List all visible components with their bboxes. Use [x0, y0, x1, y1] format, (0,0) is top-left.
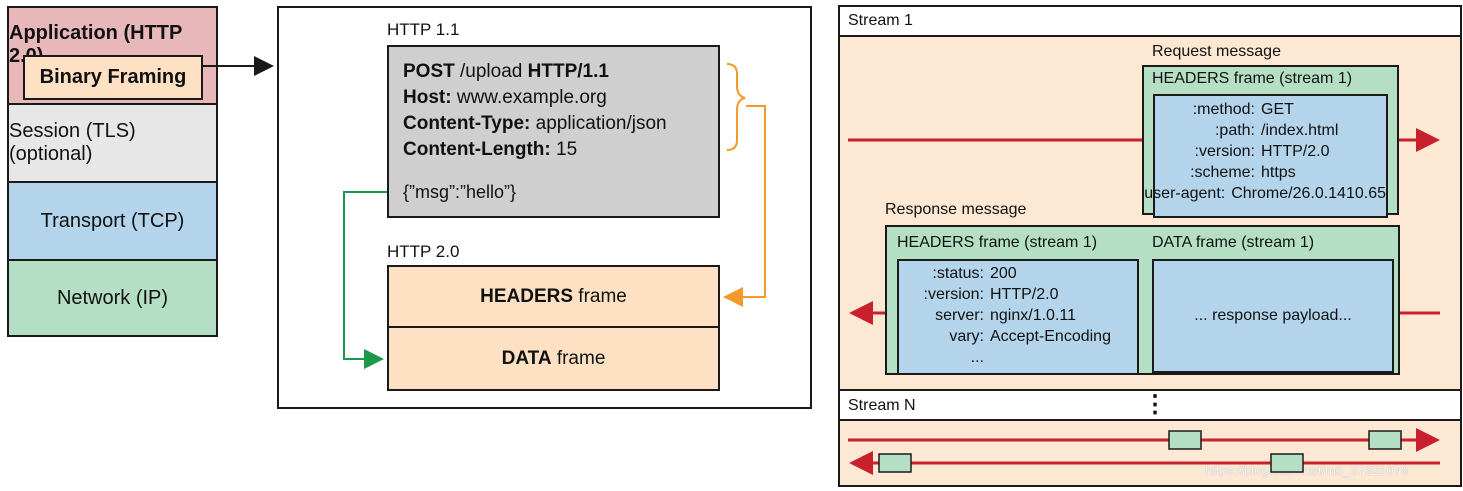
request-headers-frame-title: HEADERS frame (stream 1) — [1152, 70, 1353, 87]
http11-content-length-value: 15 — [550, 139, 578, 160]
streamN-frame — [1270, 453, 1304, 473]
transport-layer: Transport (TCP) — [7, 181, 218, 261]
response-header-value: HTTP/2.0 — [990, 286, 1059, 303]
response-header-key: server: — [935, 307, 984, 324]
request-header-value: HTTP/2.0 — [1261, 143, 1330, 160]
http11-title: HTTP 1.1 — [387, 20, 460, 39]
response-header-key: ... — [970, 349, 984, 366]
binary-framing-layer: Binary Framing — [23, 55, 203, 100]
response-headers-frame-title: HEADERS frame (stream 1) — [897, 234, 1098, 251]
request-header-row: :path: /index.html — [1115, 120, 1386, 141]
http11-content-length-key: Content-Length: — [403, 139, 551, 160]
network-layer: Network (IP) — [7, 259, 218, 337]
response-headers-list: :status: 200 :version: HTTP/2.0 server: ngi… — [897, 259, 1139, 375]
watermark: https://blog.csdn.net/m0_37621078 — [1205, 463, 1409, 478]
request-header-value: Chrome/26.0.1410.65 — [1231, 185, 1386, 202]
response-header-value: Accept-Encoding — [990, 328, 1111, 345]
http11-host-key: Host: — [403, 87, 452, 108]
request-header-key: :scheme: — [1190, 164, 1255, 181]
data-frame-title: DATA frame (stream 1) — [1152, 234, 1315, 251]
request-header-value: https — [1261, 164, 1296, 181]
streamN-frame — [878, 453, 912, 473]
streamN-frame — [1368, 430, 1402, 450]
streamN-header — [840, 391, 1460, 421]
http2-data-frame-rest: frame — [551, 347, 606, 369]
http2-title: HTTP 2.0 — [387, 242, 460, 261]
request-header-key: user-agent: — [1144, 185, 1226, 202]
request-header-key: :version: — [1194, 143, 1255, 160]
request-header-value: GET — [1261, 101, 1294, 118]
http11-method: POST — [403, 61, 455, 82]
data-frame-payload: ... response payload... — [1152, 259, 1394, 373]
response-frames: HEADERS frame (stream 1) :status: 200 :ve… — [885, 225, 1400, 375]
data-mapping-arrow — [343, 191, 387, 369]
transport-layer-label: Transport (TCP) — [40, 209, 185, 232]
request-header-value: /index.html — [1261, 122, 1339, 139]
http11-message: POST /upload HTTP/1.1 Host: www.example.… — [387, 45, 720, 218]
response-header-key: :status: — [932, 265, 984, 282]
request-header-row: :version: HTTP/2.0 — [1115, 141, 1386, 162]
http11-content-length-line: Content-Length: 15 — [403, 137, 718, 163]
http11-host-value: www.example.org — [451, 87, 607, 108]
http2-headers-frame-bold: HEADERS — [480, 285, 574, 307]
http11-request-line: POST /upload HTTP/1.1 — [403, 59, 718, 85]
binary-framing-label: Binary Framing — [39, 66, 187, 88]
response-header-row: :version: HTTP/2.0 — [899, 284, 1137, 305]
response-header-row: server: nginx/1.0.11 — [899, 305, 1137, 326]
response-header-row: vary: Accept-Encoding — [899, 326, 1137, 347]
response-header-key: :version: — [923, 286, 984, 303]
request-header-row: :scheme: https — [1115, 162, 1386, 183]
response-message-label: Response message — [885, 201, 1027, 218]
response-header-key: vary: — [949, 328, 984, 345]
http11-path: /upload — [454, 61, 528, 82]
data-payload-text: ... response payload... — [1194, 307, 1352, 324]
session-layer-label: Session (TLS) (optional) — [9, 120, 136, 165]
response-header-value: 200 — [990, 265, 1017, 282]
http11-body: {”msg”:”hello”} — [403, 182, 517, 202]
http11-version: HTTP/1.1 — [527, 61, 609, 82]
http2-data-frame-bold: DATA — [501, 347, 552, 369]
request-headers-frame: HEADERS frame (stream 1) :method: GET :pa… — [1142, 65, 1399, 218]
request-header-row: :method: GET — [1115, 99, 1386, 120]
stream1-header — [840, 7, 1460, 37]
headers-brace — [726, 63, 746, 151]
response-header-value: nginx/1.0.11 — [990, 307, 1076, 324]
network-layer-label: Network (IP) — [56, 286, 169, 309]
request-header-row: user-agent: Chrome/26.0.1410.65 — [1115, 183, 1386, 204]
http11-content-type-value: application/json — [530, 113, 667, 134]
headers-mapping-arrow — [723, 105, 766, 307]
streamN-frame — [1168, 430, 1202, 450]
more-streams-ellipsis: ⋮ — [1143, 391, 1167, 418]
http2-headers-frame: HEADERS frame — [387, 265, 720, 328]
request-message-label: Request message — [1152, 43, 1281, 60]
request-header-key: :method: — [1192, 101, 1255, 118]
http2-data-frame: DATA frame — [387, 326, 720, 391]
streamN-title: Stream N — [848, 397, 916, 414]
request-header-key: :path: — [1214, 122, 1255, 139]
http2-headers-frame-rest: frame — [573, 285, 627, 307]
response-header-row: :status: 200 — [899, 263, 1137, 284]
response-header-row: ... — [899, 347, 1137, 368]
http11-content-type-line: Content-Type: application/json — [403, 111, 718, 137]
http11-host-line: Host: www.example.org — [403, 85, 718, 111]
request-headers-list: :method: GET :path: /index.html :version: H… — [1144, 94, 1388, 218]
stream1-title: Stream 1 — [848, 12, 913, 29]
http11-content-type-key: Content-Type: — [403, 113, 531, 134]
